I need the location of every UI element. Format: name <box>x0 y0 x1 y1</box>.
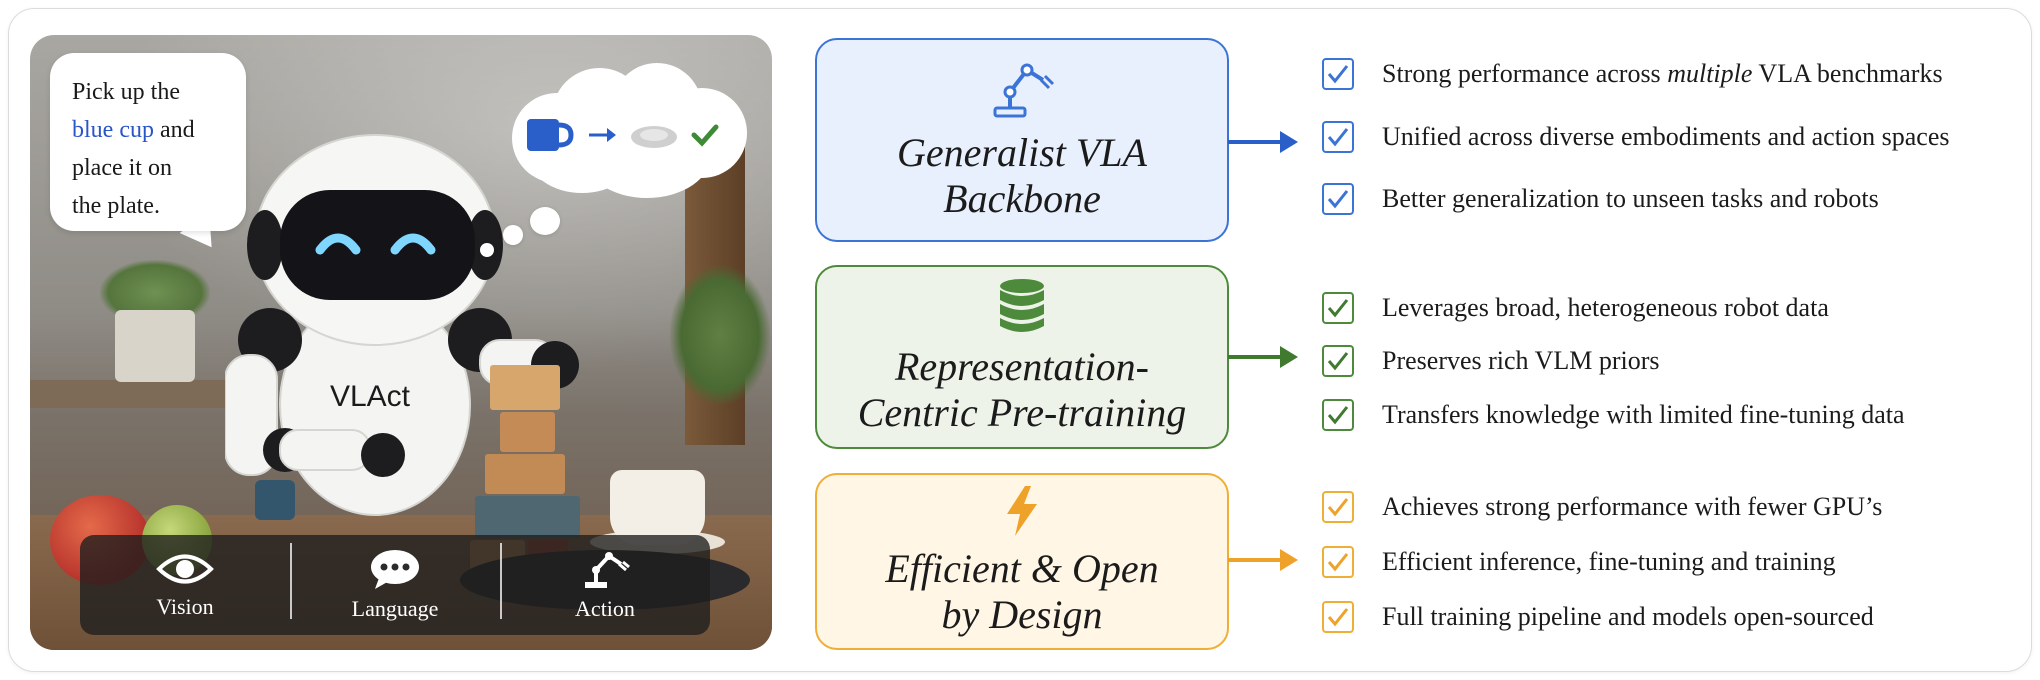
robot-arm-icon <box>993 63 1055 118</box>
thought-content <box>525 110 725 160</box>
thought-dot-medium <box>503 225 523 245</box>
checkbox-icon <box>1322 601 1354 633</box>
robot-arm-icon <box>585 552 630 588</box>
list-item-text: Full training pipeline and models open-s… <box>1382 602 1874 631</box>
blue-cup <box>255 480 295 520</box>
checkbox-icon <box>1322 399 1354 431</box>
modality-label: Action <box>575 596 635 621</box>
robot-figure <box>225 134 579 516</box>
instruction-line-2: blue cup and <box>72 111 237 149</box>
modality-bar: Vision Language Action <box>80 535 710 635</box>
instruction-line-2-rest: and <box>153 117 195 143</box>
modality-label: Language <box>351 596 439 621</box>
database-icon <box>1000 279 1044 332</box>
thought-dot-small <box>480 243 494 257</box>
instruction-text: Pick up the blue cup and place it on the… <box>72 73 237 225</box>
list-item: Transfers knowledge with limited fine-tu… <box>1322 399 1905 431</box>
pillar-efficient-open: Efficient & Open by Design <box>815 473 1229 650</box>
list-item-text: Unified across diverse embodiments and a… <box>1382 122 1950 151</box>
modality-vision: Vision <box>80 535 290 635</box>
pillar-representation-pretraining: Representation- Centric Pre-training <box>815 265 1229 449</box>
list-item: Unified across diverse embodiments and a… <box>1322 121 1950 153</box>
list-item: Leverages broad, heterogeneous robot dat… <box>1322 292 1829 324</box>
pillar-generalist-backbone: Generalist VLA Backbone <box>815 38 1229 242</box>
modality-label: Vision <box>156 594 214 619</box>
plate-icon <box>631 126 677 148</box>
instruction-highlight: blue cup <box>72 117 154 143</box>
background-plant <box>670 265 770 405</box>
pillar-title: Efficient & Open by Design <box>885 546 1158 638</box>
modality-action: Action <box>500 535 710 635</box>
list-item-text: Strong performance across multiple VLA b… <box>1382 59 1943 88</box>
list-item: Preserves rich VLM priors <box>1322 345 1660 377</box>
list-item-text: Preserves rich VLM priors <box>1382 346 1660 375</box>
thought-dot-large <box>530 207 560 235</box>
robot-chest-label: VLAct <box>329 380 411 413</box>
white-mug <box>610 470 705 545</box>
instruction-line-4: the plate. <box>72 193 160 219</box>
list-item-text: Achieves strong performance with fewer G… <box>1382 492 1883 521</box>
blue-cup-icon <box>527 119 574 151</box>
pillar-title-line: by Design <box>941 591 1103 637</box>
eye-icon <box>156 554 214 584</box>
instruction-speech-bubble: Pick up the blue cup and place it on the… <box>50 53 246 231</box>
pillar-title: Generalist VLA Backbone <box>897 130 1147 222</box>
pillar-title-line: Efficient & Open <box>885 545 1159 591</box>
checkbox-icon <box>1322 58 1354 90</box>
checkbox-icon <box>1322 546 1354 578</box>
checkbox-icon <box>1322 292 1354 324</box>
list-item: Strong performance across multiple VLA b… <box>1322 58 1943 90</box>
pillar-title-line: Representation- <box>894 344 1149 389</box>
instruction-line-1: Pick up the <box>72 79 180 105</box>
arrow-right-icon <box>1228 346 1298 368</box>
list-item-text: Efficient inference, fine-tuning and tra… <box>1382 547 1836 576</box>
check-icon <box>691 124 719 147</box>
list-item-text: Transfers knowledge with limited fine-tu… <box>1382 400 1905 429</box>
list-item: Full training pipeline and models open-s… <box>1322 601 1874 633</box>
modality-language: Language <box>290 535 500 635</box>
pillar-title: Representation- Centric Pre-training <box>858 344 1186 436</box>
lightning-icon <box>1007 485 1037 536</box>
pillar-title-line: Centric Pre-training <box>857 390 1187 435</box>
speech-bubble-icon <box>371 550 419 589</box>
checkbox-icon <box>1322 121 1354 153</box>
checkbox-icon <box>1322 491 1354 523</box>
arrow-right-icon <box>589 128 616 142</box>
list-item: Better generalization to unseen tasks an… <box>1322 183 1879 215</box>
instruction-line-3: place it on <box>72 155 172 181</box>
checkbox-icon <box>1322 345 1354 377</box>
list-item: Achieves strong performance with fewer G… <box>1322 491 1882 523</box>
pillar-title-line: Backbone <box>943 176 1101 221</box>
list-item: Efficient inference, fine-tuning and tra… <box>1322 546 1836 578</box>
pillar-title-line: Generalist VLA <box>897 130 1147 175</box>
list-item-text: Better generalization to unseen tasks an… <box>1382 184 1879 213</box>
arrow-right-icon <box>1228 131 1298 153</box>
robot-scene-illustration: VLAct Pick up the blue cup and place it … <box>30 35 772 650</box>
plant-pot <box>115 310 195 382</box>
arrow-right-icon <box>1228 549 1298 571</box>
list-item-text: Leverages broad, heterogeneous robot dat… <box>1382 293 1829 322</box>
shelf <box>30 380 260 408</box>
checkbox-icon <box>1322 183 1354 215</box>
